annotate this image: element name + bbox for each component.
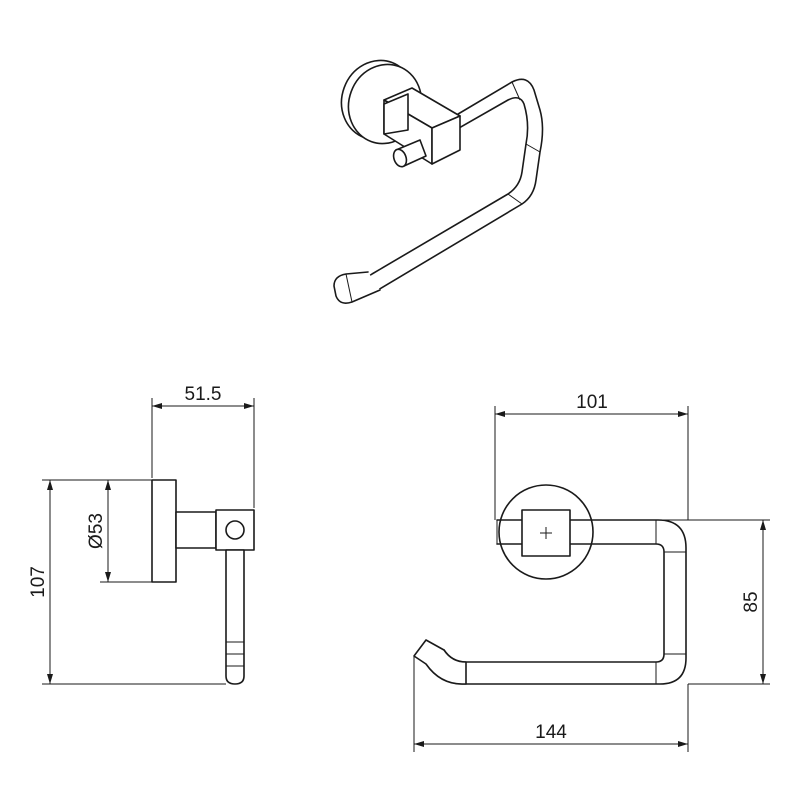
dim-total-width: 144 xyxy=(413,656,689,752)
front-arm-end xyxy=(413,639,467,685)
side-neck xyxy=(175,511,217,549)
dim-arm-height-label: 85 xyxy=(741,591,762,612)
dim-height: 107 xyxy=(28,479,226,685)
dim-total-width-label: 144 xyxy=(535,722,567,743)
iso-mounting-block xyxy=(383,87,461,165)
dim-base-width-label: 101 xyxy=(576,392,608,413)
dim-depth-label: 51.5 xyxy=(185,384,222,405)
side-view: 51.5 Ø53 107 xyxy=(28,384,255,685)
front-view: 101 85 144 xyxy=(413,392,770,752)
side-arm xyxy=(225,549,245,685)
isometric-view xyxy=(333,59,544,304)
dim-height-label: 107 xyxy=(28,566,49,598)
iso-pin xyxy=(392,139,427,168)
dim-base-diameter: Ø53 xyxy=(86,479,152,583)
side-rosette xyxy=(151,479,177,583)
iso-arm-end-cap xyxy=(333,271,381,304)
dim-arm-height: 85 xyxy=(660,519,770,685)
dim-base-diameter-label: Ø53 xyxy=(86,513,107,549)
side-pin-hole xyxy=(225,520,245,540)
dim-base-width: 101 xyxy=(494,392,689,520)
dim-depth: 51.5 xyxy=(151,384,255,508)
front-block xyxy=(521,509,571,557)
